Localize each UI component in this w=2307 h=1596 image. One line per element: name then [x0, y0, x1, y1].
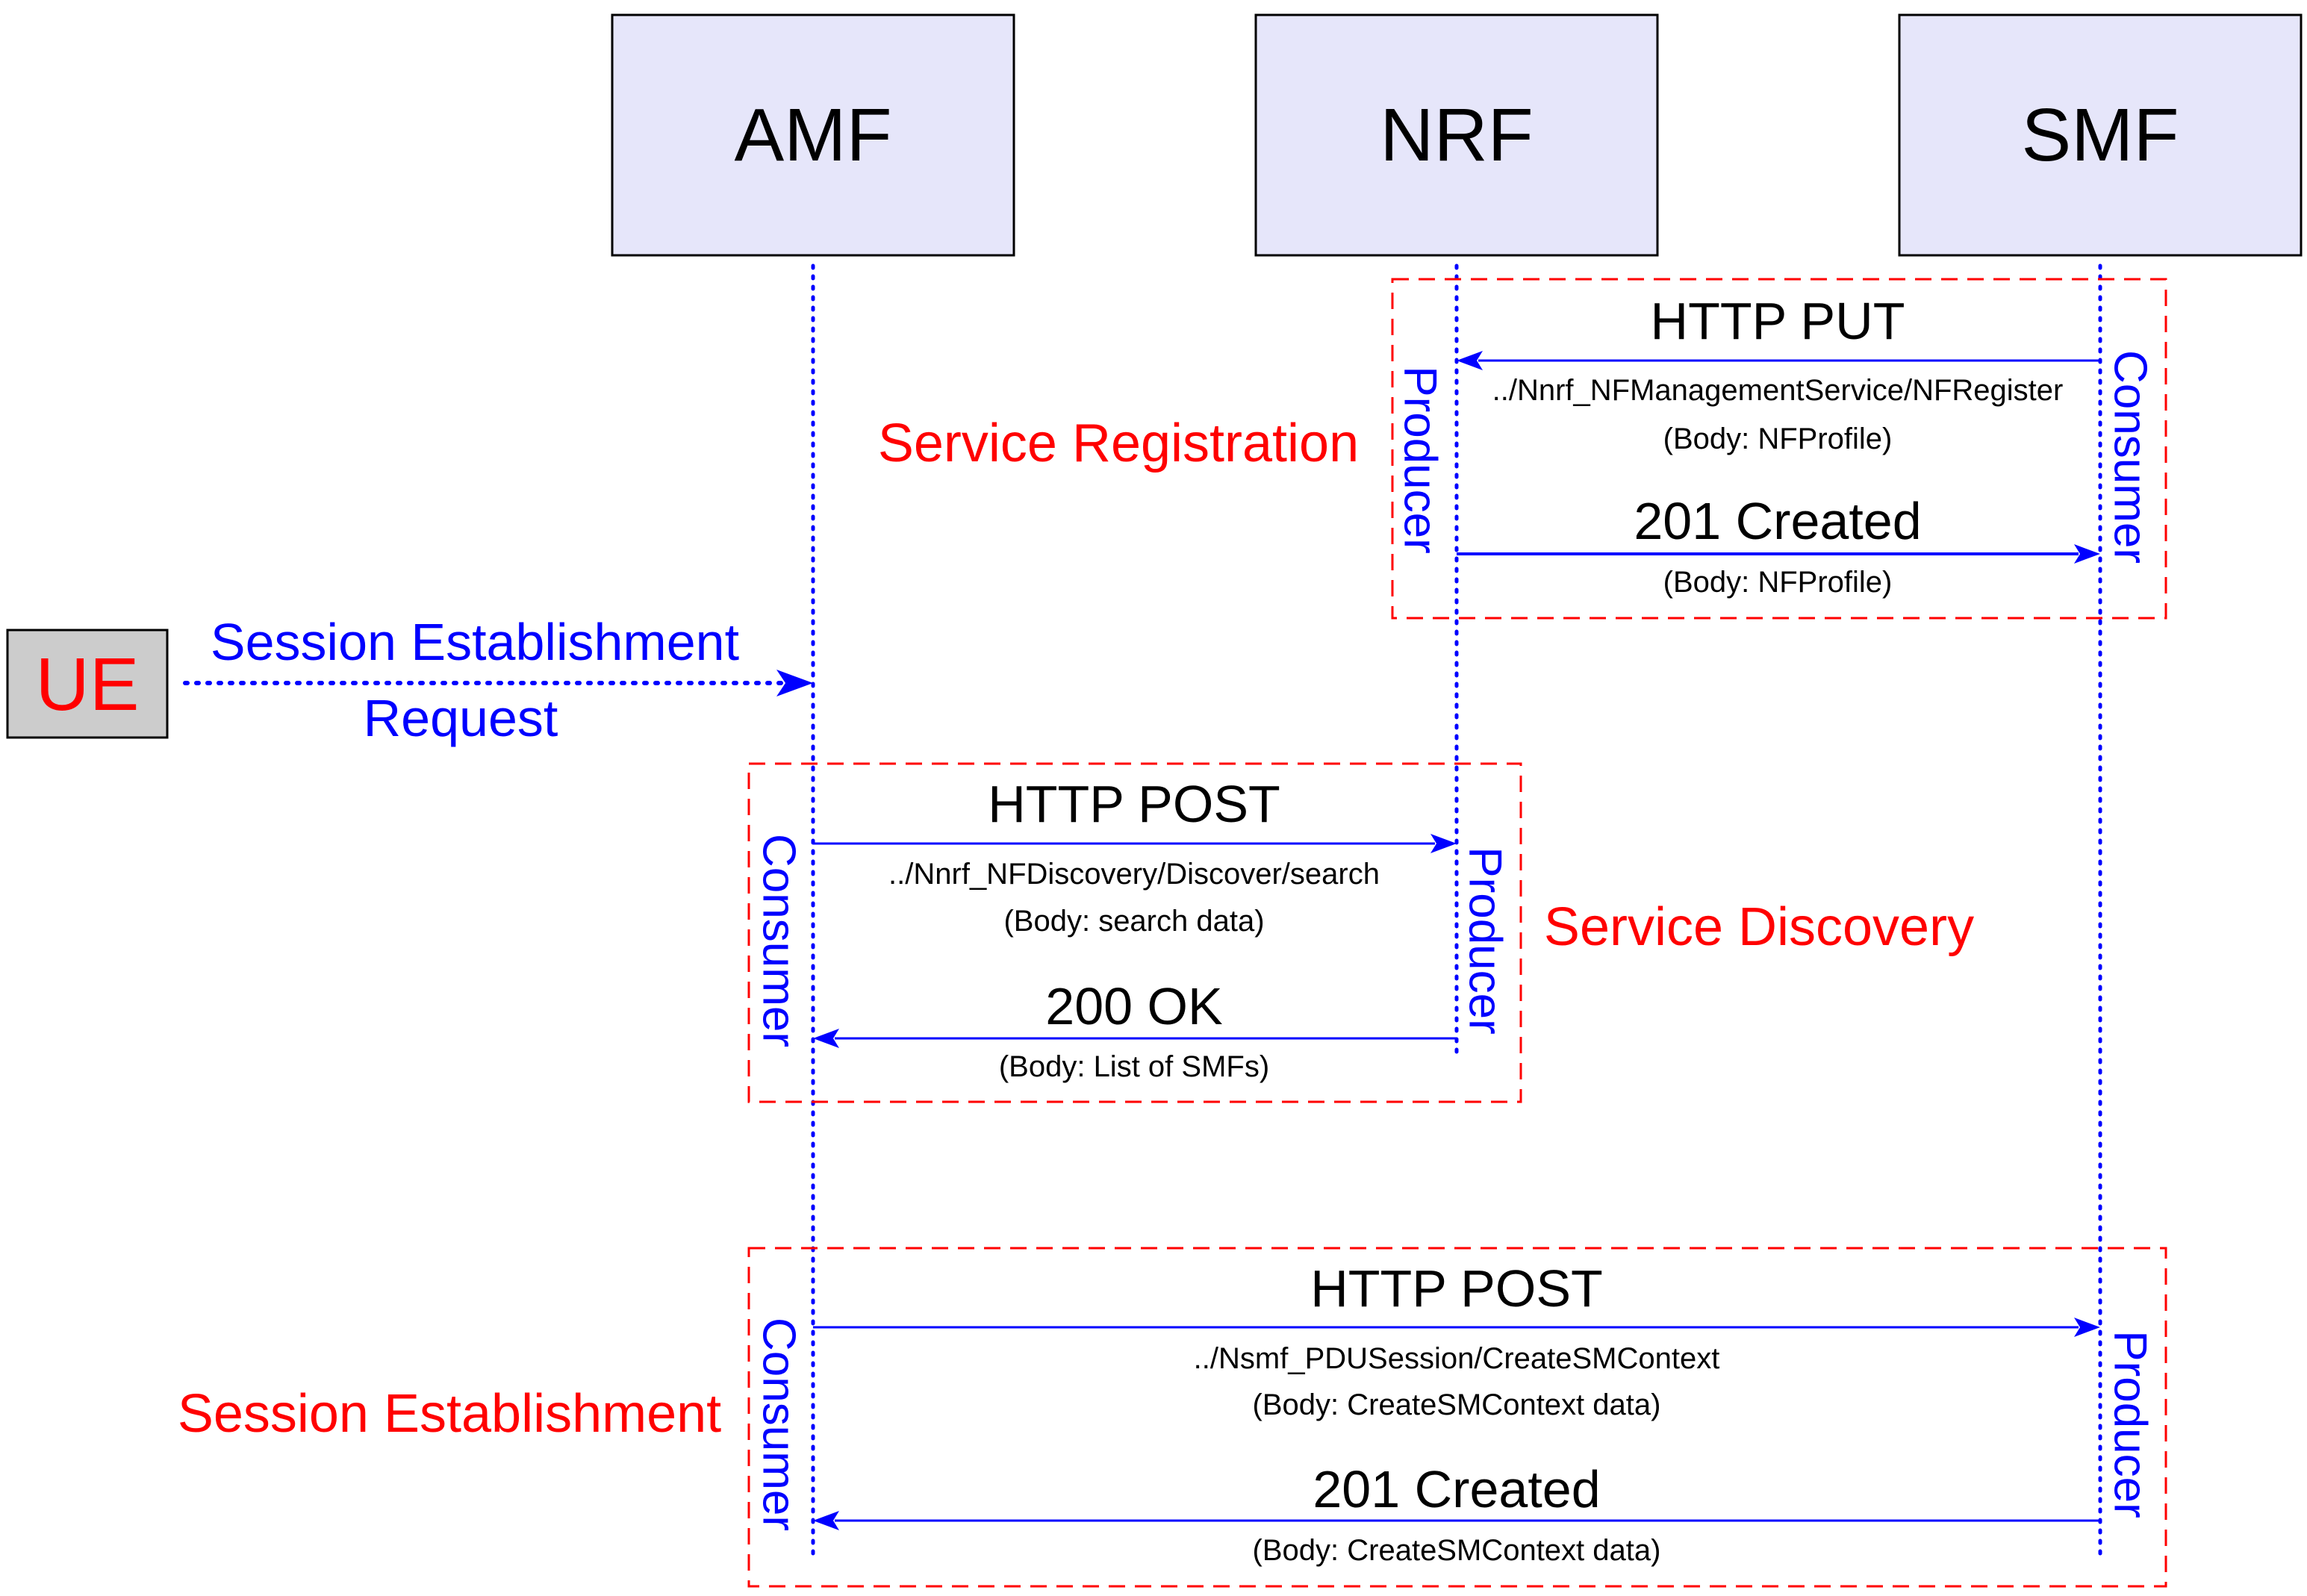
session-establishment-group: Session Establishment HTTP POST ../Nsmf_… — [178, 1247, 2167, 1588]
registration-consumer-role: Consumer — [2105, 350, 2156, 564]
participant-smf: SMF — [1898, 13, 2303, 257]
discovery-response-status: 200 OK — [1045, 977, 1222, 1035]
establishment-request-method: HTTP POST — [1310, 1259, 1603, 1318]
establishment-response-body: (Body: CreateSMContext data) — [1253, 1534, 1661, 1567]
registration-response-body: (Body: NFProfile) — [1663, 566, 1893, 599]
ue-label: UE — [36, 643, 140, 726]
registration-request-path: ../Nnrf_NFManagementService/NFRegister — [1492, 374, 2064, 407]
nrf-box — [1254, 13, 1659, 257]
discovery-request-method: HTTP POST — [988, 775, 1280, 833]
establishment-frame — [747, 1247, 2167, 1588]
discovery-request-arrowhead — [1430, 834, 1457, 853]
discovery-producer-role: Producer — [1460, 847, 1511, 1035]
discovery-request-body: (Body: search data) — [1003, 905, 1264, 938]
establishment-response-status: 201 Created — [1313, 1460, 1600, 1518]
ue-box — [6, 629, 169, 739]
establishment-request-body: (Body: CreateSMContext data) — [1253, 1388, 1661, 1421]
discovery-response-body: (Body: List of SMFs) — [999, 1050, 1269, 1083]
amf-label: AMF — [734, 93, 891, 177]
participant-nrf: NRF — [1254, 13, 1659, 257]
establishment-producer-role: Producer — [2105, 1330, 2156, 1518]
establishment-response-arrowhead — [813, 1511, 839, 1530]
discovery-title: Service Discovery — [1544, 897, 1974, 957]
discovery-request-path: ../Nnrf_NFDiscovery/Discover/search — [888, 858, 1380, 891]
discovery-consumer-role: Consumer — [753, 834, 805, 1047]
registration-producer-role: Producer — [1395, 366, 1446, 554]
discovery-frame — [747, 762, 1522, 1103]
smf-label: SMF — [2021, 93, 2179, 177]
discovery-response-arrowhead — [813, 1029, 839, 1048]
establishment-consumer-role: Consumer — [753, 1318, 805, 1531]
smf-box — [1898, 13, 2303, 257]
ue-session-request: Session Establishment Request — [183, 613, 813, 747]
service-discovery-group: Service Discovery HTTP POST ../Nnrf_NFDi… — [747, 762, 1974, 1103]
registration-response-status: 201 Created — [1634, 492, 1921, 550]
amf-box — [611, 13, 1015, 257]
ue-request-label-line2: Request — [364, 689, 558, 747]
participant-amf: AMF — [611, 13, 1015, 257]
registration-frame — [1391, 278, 2167, 620]
service-registration-group: Service Registration HTTP PUT ../Nnrf_NF… — [878, 278, 2167, 620]
registration-title: Service Registration — [878, 414, 1359, 473]
establishment-title: Session Establishment — [178, 1384, 721, 1444]
ue-request-arrowhead — [776, 670, 813, 696]
registration-request-arrowhead — [1457, 351, 1483, 370]
ue-node: UE — [6, 629, 169, 739]
nrf-label: NRF — [1380, 93, 1534, 177]
ue-request-label-line1: Session Establishment — [211, 613, 739, 671]
establishment-request-path: ../Nsmf_PDUSession/CreateSMContext — [1194, 1342, 1720, 1375]
establishment-request-arrowhead — [2074, 1318, 2100, 1337]
registration-response-arrowhead — [2074, 544, 2100, 564]
registration-request-method: HTTP PUT — [1651, 292, 1905, 350]
registration-request-body: (Body: NFProfile) — [1663, 423, 1893, 455]
